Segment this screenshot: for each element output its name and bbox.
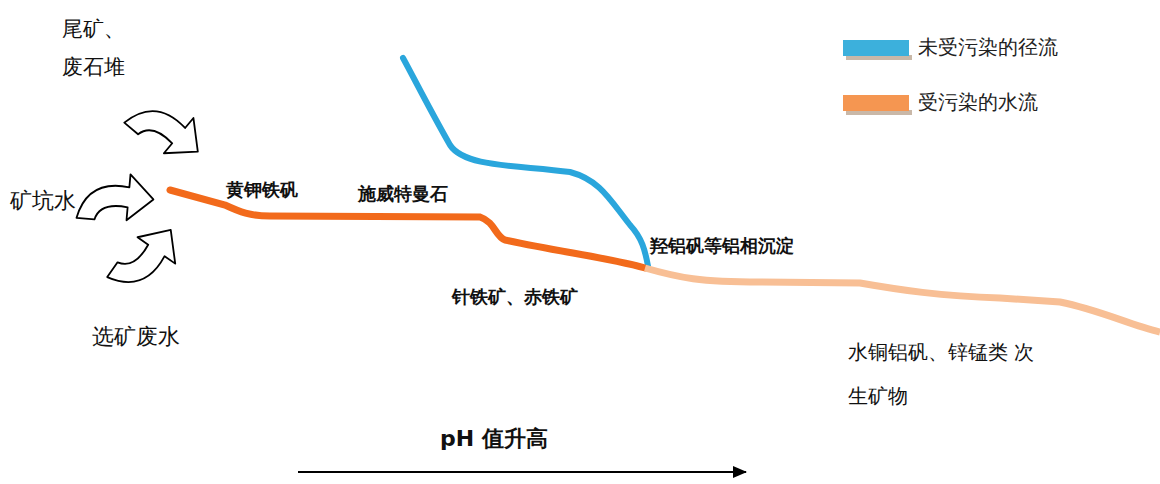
curved-arrow [124, 86, 212, 171]
legend-swatch [843, 95, 909, 111]
axis-label: pH 值升高 [440, 424, 600, 454]
mineral-label: 针铁矿、赤铁矿 [452, 285, 632, 309]
legend-text: 未受污染的径流 [918, 34, 1058, 61]
source-label: 尾矿、 废石堆 [62, 10, 152, 86]
legend-text: 受污染的水流 [918, 89, 1038, 116]
mineral-label: 水铜铝矾、锌锰类 次生矿物 [848, 330, 1038, 418]
source-label: 矿坑水 [10, 186, 90, 216]
source-label: 选矿废水 [92, 322, 202, 352]
mineral-label: 羟铝矾等铝相沉淀 [650, 234, 860, 258]
mineral-label: 黄钾铁矾 [226, 178, 326, 202]
clean-runoff [403, 58, 648, 266]
legend-swatch [843, 40, 909, 56]
mineral-label: 施威特曼石 [358, 182, 478, 206]
diluted-flow [645, 268, 1160, 332]
curved-arrow [77, 170, 156, 224]
curved-arrow [107, 216, 189, 305]
ph-arrow [298, 471, 746, 473]
